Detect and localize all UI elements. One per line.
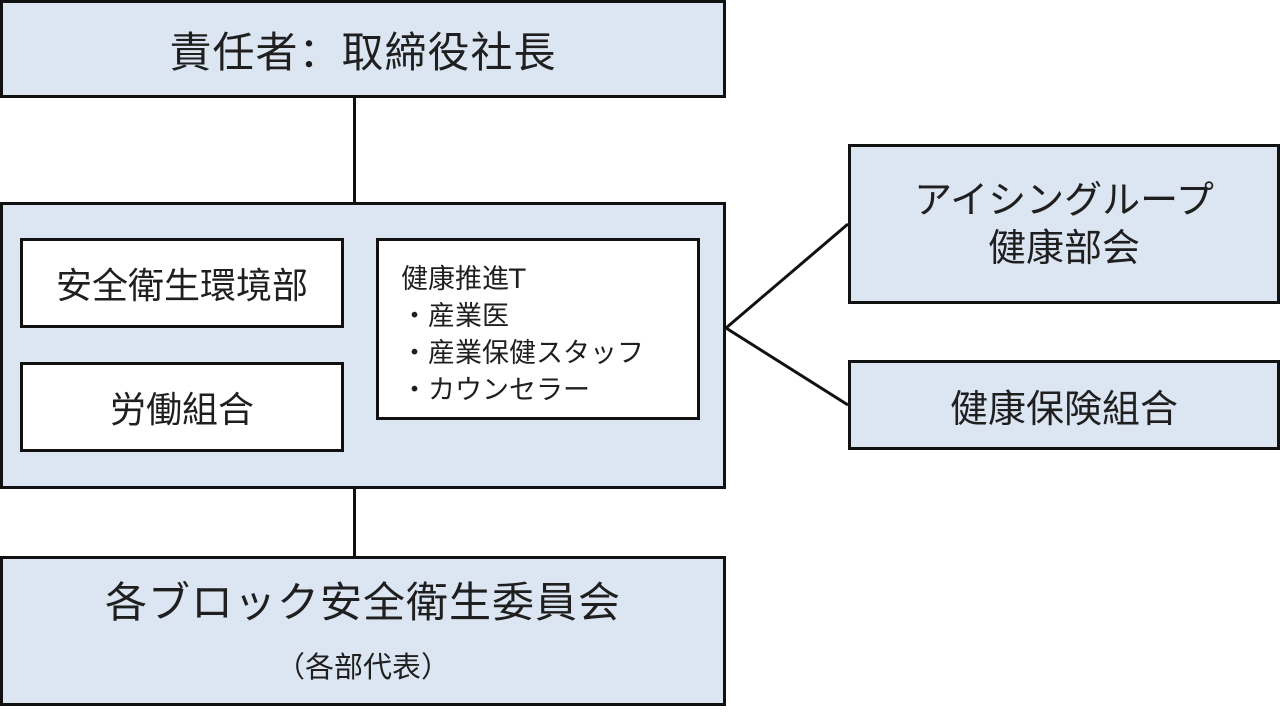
aising-health-committee-box: アイシングループ 健康部会 <box>848 144 1280 304</box>
aising-line2: 健康部会 <box>987 226 1140 270</box>
responsible-label: 責任者：取締役社長 <box>169 27 557 77</box>
labor-union-box: 労働組合 <box>20 362 344 452</box>
aising-line1: アイシングループ <box>914 178 1214 222</box>
health-team-member: ・カウンセラー <box>401 375 590 406</box>
health-team-member: ・産業保健スタッフ <box>401 338 644 369</box>
connector-bottom-vertical <box>353 489 356 556</box>
connector-to-kenpo <box>725 326 849 407</box>
committee-subtitle: （各部代表） <box>275 649 450 684</box>
health-team-box: 健康推進T ・産業医 ・産業保健スタッフ ・カウンセラー <box>376 238 700 420</box>
connector-to-aising <box>725 222 849 330</box>
committee-box: 各ブロック安全衛生委員会 （各部代表） <box>0 556 726 706</box>
health-insurance-label: 健康保険組合 <box>949 386 1178 431</box>
health-team-member: ・産業医 <box>401 301 509 332</box>
health-insurance-box: 健康保険組合 <box>848 360 1280 450</box>
connector-top-vertical <box>353 98 356 202</box>
health-team-title: 健康推進T <box>401 264 526 295</box>
safety-dept-box: 安全衛生環境部 <box>20 238 344 328</box>
committee-title: 各ブロック安全衛生委員会 <box>104 577 621 627</box>
labor-union-label: 労働組合 <box>109 390 254 431</box>
safety-dept-label: 安全衛生環境部 <box>55 266 308 307</box>
responsible-box: 責任者：取締役社長 <box>0 0 726 98</box>
